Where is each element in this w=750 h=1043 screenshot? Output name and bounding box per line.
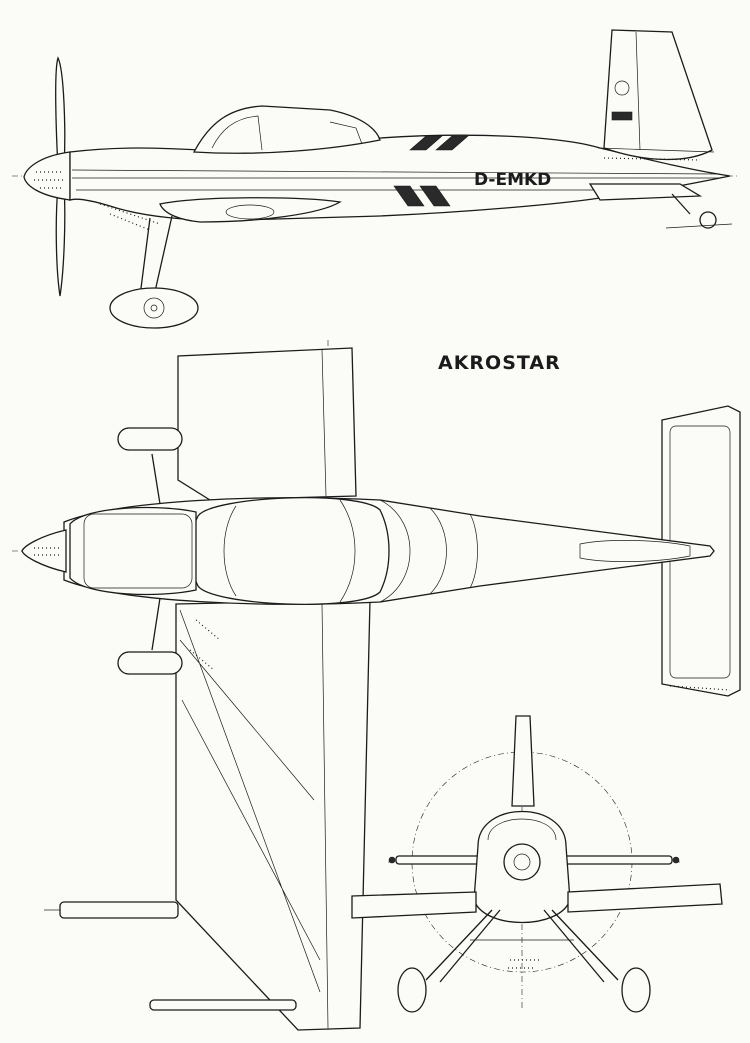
wing-root-side <box>159 197 342 223</box>
right-wing-top <box>177 347 357 501</box>
side-view: D-EMKD <box>12 29 740 329</box>
wheel-pant-side <box>109 287 199 329</box>
tailwheel <box>699 211 717 229</box>
vertical-tail-side <box>603 29 713 161</box>
drawing-title: AKROSTAR <box>438 352 561 374</box>
canopy-side <box>192 105 381 154</box>
spinner-side <box>23 151 71 201</box>
canopy-top <box>189 497 390 605</box>
wheel-pant-front-left <box>397 967 427 1013</box>
front-view <box>44 715 723 1013</box>
left-wing-top <box>175 599 371 1031</box>
spinner-top <box>21 529 67 573</box>
registration-marking: D-EMKD <box>474 170 551 190</box>
fin-front <box>511 715 535 807</box>
wing-front <box>351 891 477 919</box>
top-view <box>12 340 741 1031</box>
wheel-pant-front-right <box>621 967 651 1013</box>
propeller-side <box>55 56 66 297</box>
